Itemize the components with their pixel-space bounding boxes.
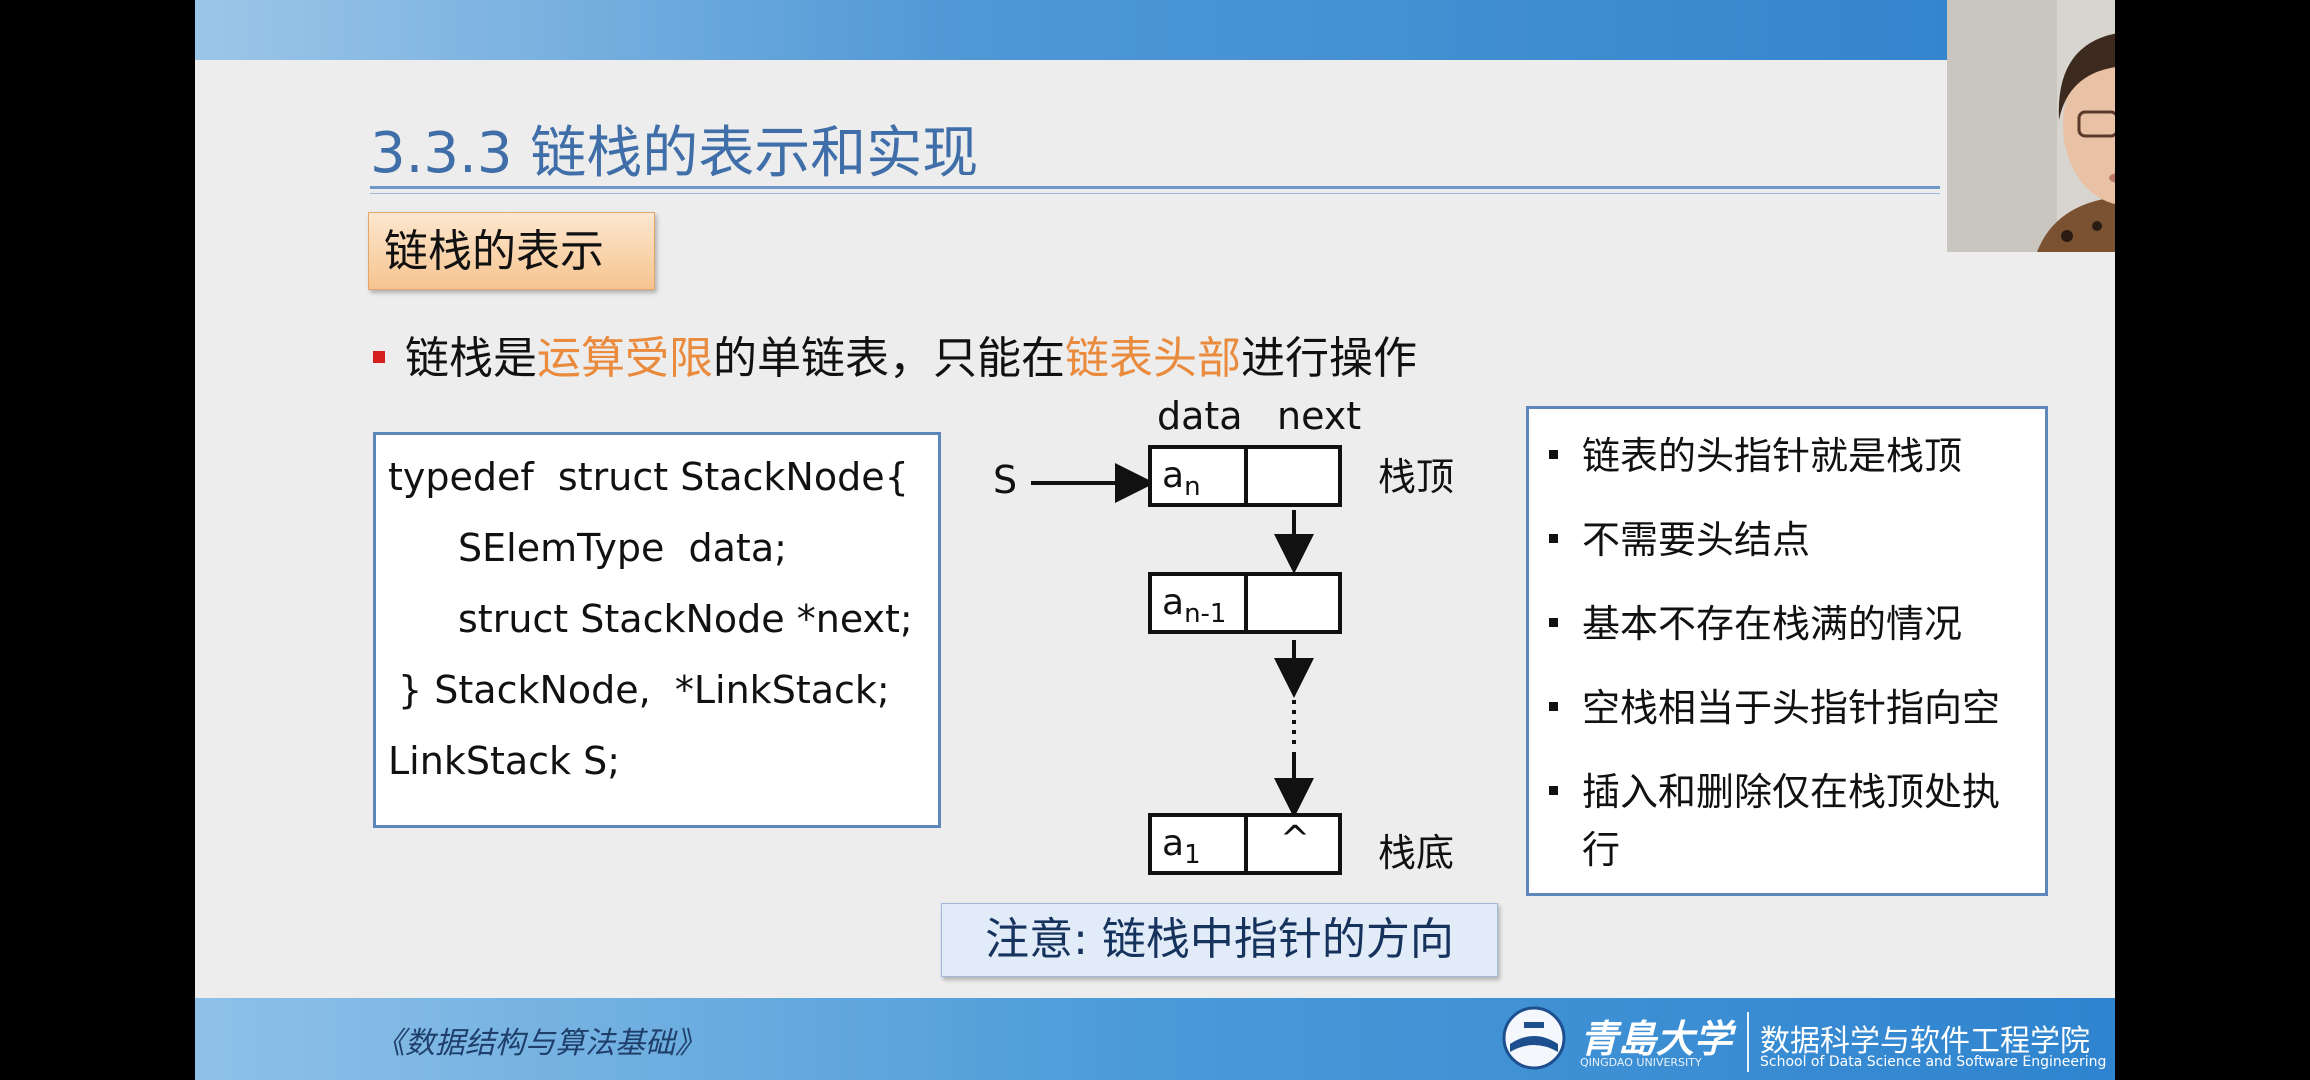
attention-callout: 注意: 链栈中指针的方向 [941, 903, 1498, 977]
note-item-continued: 行 [1582, 819, 1620, 874]
note-item: 不需要头结点 [1549, 509, 1810, 564]
node-top: an [1148, 445, 1342, 507]
bullet-square-icon [1549, 450, 1558, 459]
slide: 3.3.3 链栈的表示和实现 链栈的表示 链栈是运算受限的单链表，只能在链表头部… [195, 0, 2115, 1080]
node-top-label: an [1162, 455, 1201, 502]
university-name-en: QINGDAO UNIVERSITY [1580, 1056, 1702, 1069]
node-second: an-1 [1148, 572, 1342, 634]
node-bottom-label: a1 [1162, 823, 1201, 870]
bullet-square-icon [1549, 534, 1558, 543]
course-title: 《数据结构与算法基础》 [375, 1018, 705, 1062]
school-name-en: School of Data Science and Software Engi… [1760, 1054, 2106, 1070]
node-bottom: a1 ^ [1148, 813, 1342, 875]
null-pointer: ^ [1248, 819, 1342, 860]
university-name: 青島大学 [1580, 1008, 1732, 1063]
footer-divider [1747, 1012, 1749, 1072]
bullet-square-icon [1549, 618, 1558, 627]
note-item: 链表的头指针就是栈顶 [1549, 425, 1962, 480]
bullet-square-icon [1549, 702, 1558, 711]
bullet-square-icon [1549, 786, 1558, 795]
note-item: 基本不存在栈满的情况 [1549, 593, 1962, 648]
node-second-label: an-1 [1162, 582, 1226, 629]
note-item: 插入和删除仅在栈顶处执 [1549, 761, 2000, 816]
note-item: 空栈相当于头指针指向空 [1549, 677, 2000, 732]
university-logo-icon [1500, 1004, 1568, 1072]
presenter-webcam [1947, 0, 2115, 252]
notes-box: 链表的头指针就是栈顶 不需要头结点 基本不存在栈满的情况 空栈相当于头指针指向空… [1526, 406, 2048, 896]
